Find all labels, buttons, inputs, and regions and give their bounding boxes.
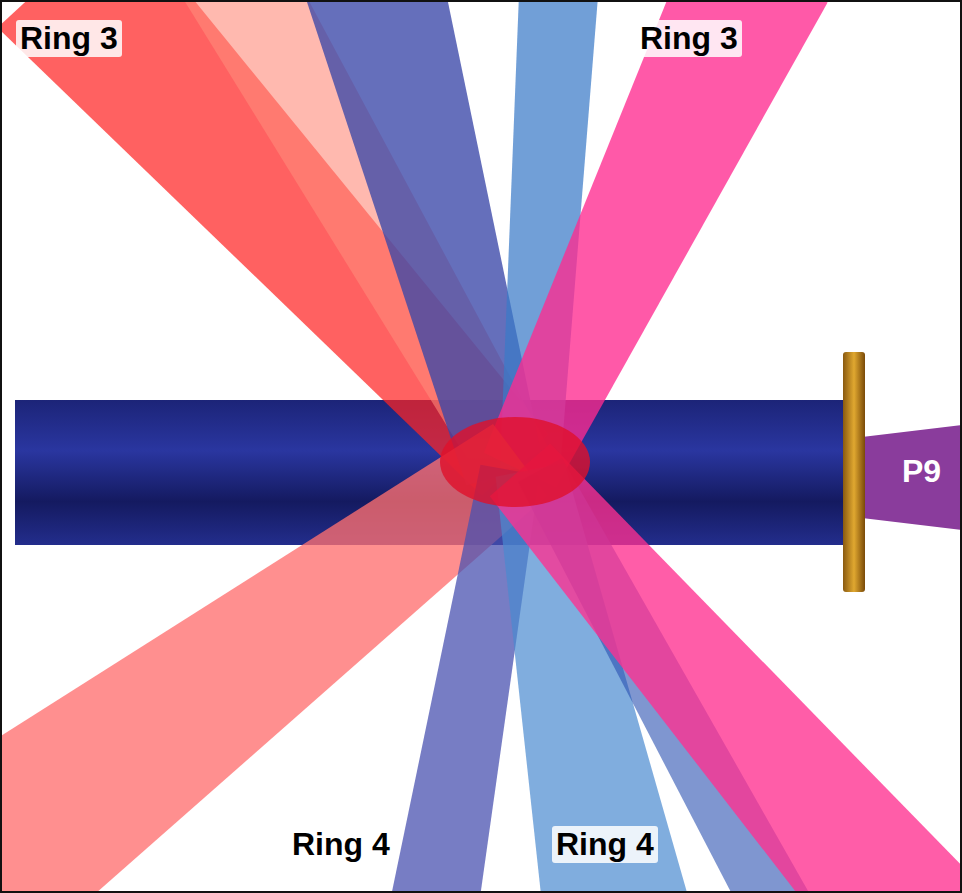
laser-beam — [484, 0, 828, 487]
ring-label: Ring 3 — [636, 20, 742, 57]
ring-label: Ring 4 — [288, 826, 394, 863]
laser-beam — [0, 0, 548, 495]
p9-beam — [862, 425, 962, 530]
gold-disk — [843, 352, 865, 592]
ring-label: Ring 3 — [16, 20, 122, 57]
focus-spot — [440, 417, 590, 507]
ring-label: Ring 4 — [552, 826, 658, 863]
port-label: P9 — [898, 453, 945, 490]
